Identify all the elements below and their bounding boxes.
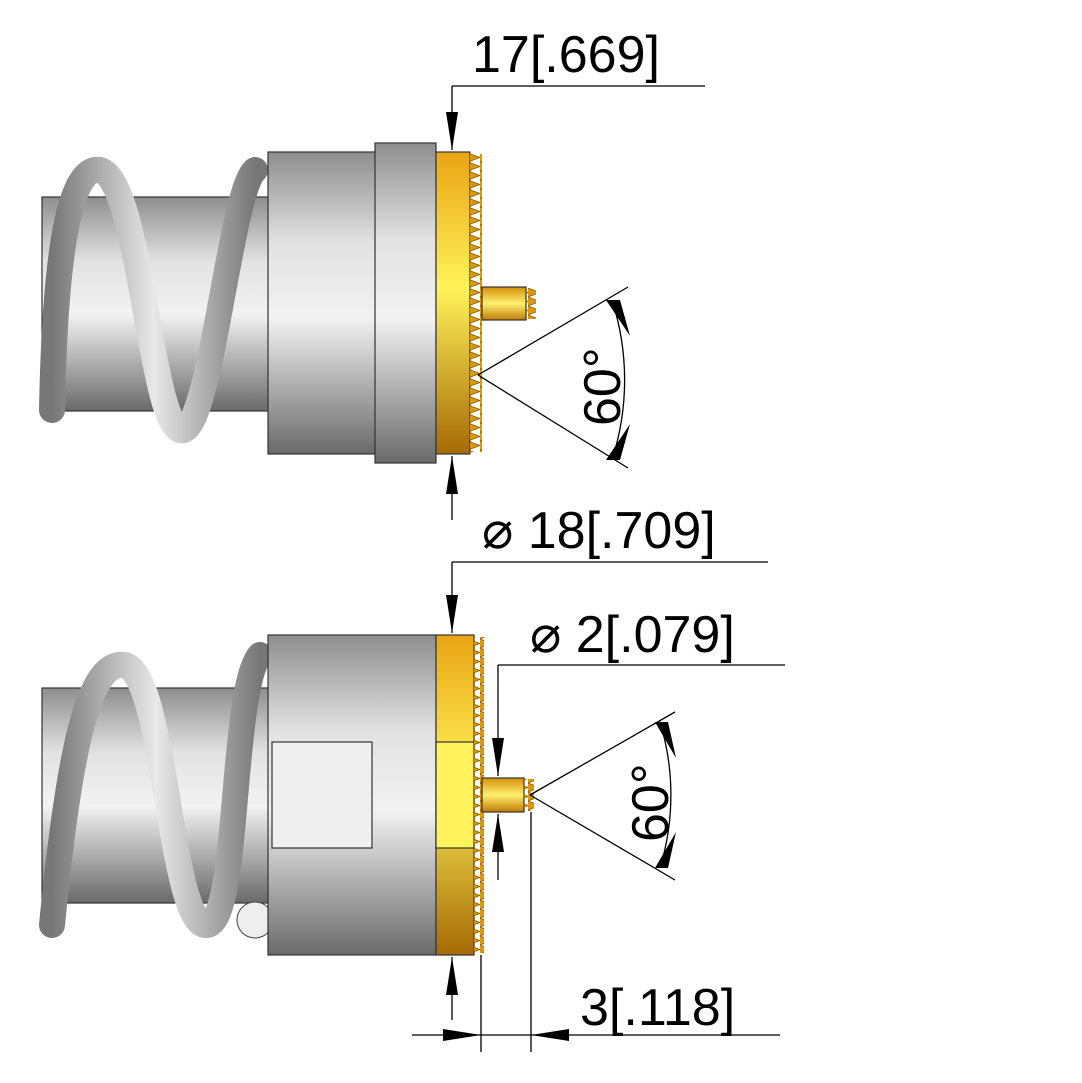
center-pin [481,286,527,321]
diameter-dimension: ⌀ 18[.709] [446,502,768,1020]
spring-coil [39,642,273,938]
angle-dimension: 60° [477,286,632,469]
angle-dimension: 60° [529,711,680,881]
pin-diameter-dimension: ⌀ 2[.079] [492,606,785,880]
spring-coil [39,156,268,443]
pin-diameter-dim-label: ⌀ 2[.079] [530,606,735,664]
diameter-dim-label: ⌀ 18[.709] [482,502,716,560]
pin-serrations [524,779,534,811]
gold-disc-flat [435,741,475,849]
body-step [374,142,437,464]
length-dimension: 17[.669] [446,26,705,520]
disc-serrations [470,154,482,452]
center-pin [481,777,525,813]
pin-length-dim-label: 3[.118] [580,979,735,1037]
pin-length-dimension: 3[.118] [412,812,780,1052]
length-dim-label: 17[.669] [472,26,660,84]
hex-flat [271,741,373,849]
angle-dim-label: 60° [622,763,680,842]
gold-disc [435,151,471,455]
disc-serrations [474,637,484,953]
angle-dim-label: 60° [574,347,632,426]
top-connector-view: 17[.669] 60° [39,26,705,520]
pin-serrations [526,288,536,319]
bottom-connector-view: ⌀ 18[.709] ⌀ 2[.079] 60° 3[.118] [39,502,785,1052]
